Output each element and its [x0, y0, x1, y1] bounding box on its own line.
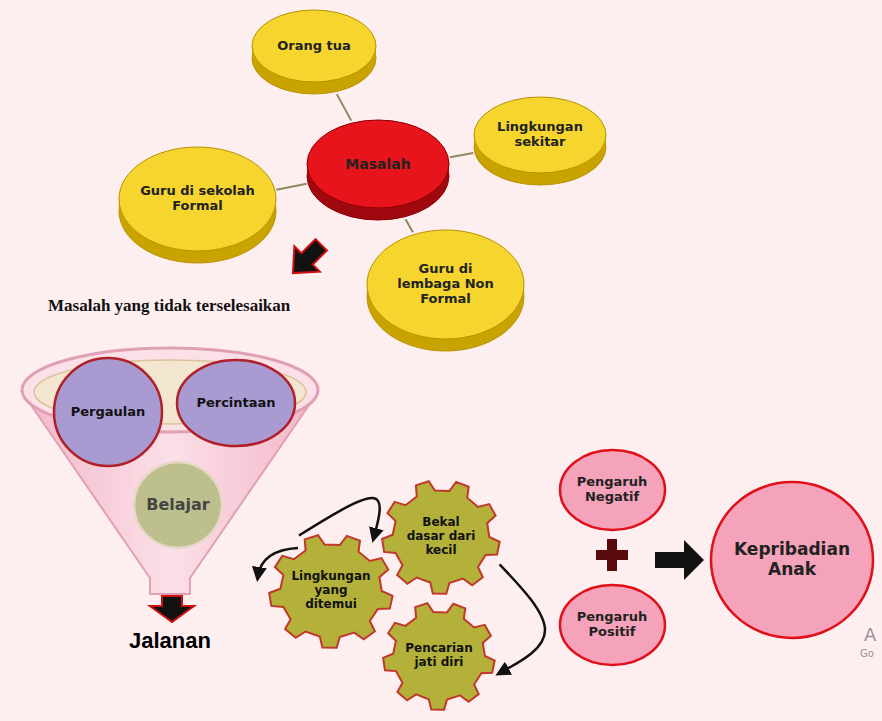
watermark: Go: [860, 648, 874, 659]
ellipse-outline: [711, 482, 873, 638]
watermark: A: [864, 624, 876, 645]
cycle-arrow: [299, 498, 380, 537]
node-text: Pengaruh Negatif: [572, 475, 652, 505]
node-text: Belajar: [146, 496, 210, 514]
influence-circle: Pengaruh Negatif: [558, 448, 667, 532]
node-text: Lingkungan sekitar: [492, 120, 589, 150]
factor-circle: Pergaulan: [52, 356, 164, 468]
gear: Bekal dasar dari kecil: [380, 478, 502, 596]
node-face: Percintaan: [175, 358, 297, 448]
node-text: Guru di sekolah Formal: [140, 184, 255, 214]
disc-face: [474, 97, 606, 173]
factor-circle: Percintaan: [175, 358, 297, 448]
node-text: Lingkungan yang ditemui: [291, 570, 372, 611]
influence-circle: Pengaruh Positif: [558, 583, 667, 667]
node-face: Pencarian jati diri: [381, 600, 497, 712]
node-text: Bekal dasar dari kecil: [402, 516, 480, 557]
result-arrow: [655, 540, 704, 580]
funnel: [22, 348, 318, 594]
factor-circle: Belajar: [132, 460, 224, 550]
down-arrow: [150, 596, 194, 622]
node-face: Orang tua: [250, 8, 378, 84]
caption-note: Masalah yang tidak terselesaikan: [48, 296, 290, 316]
node-face: Pengaruh Positif: [558, 583, 667, 667]
node-text: Orang tua: [277, 39, 351, 54]
pointer-arrow: [280, 232, 334, 286]
stakeholder-disc: Orang tua: [250, 8, 378, 96]
gear-outline: [269, 535, 392, 648]
ellipse-outline: [560, 585, 665, 665]
disc-face: [252, 10, 376, 82]
node-face: Pengaruh Negatif: [558, 448, 667, 532]
node-text: Percintaan: [196, 396, 275, 411]
node-face: Masalah: [305, 118, 451, 210]
stakeholder-disc: Lingkungan sekitar: [472, 95, 608, 187]
cycle-arrow: [500, 564, 545, 672]
link-line: [450, 153, 473, 157]
node-text: Guru di lembaga Non Formal: [388, 262, 503, 307]
link-line: [406, 219, 413, 232]
disc-face: [119, 147, 276, 251]
ellipse-outline: [177, 360, 295, 446]
disc-face: [367, 230, 524, 339]
stakeholder-disc: Guru di sekolah Formal: [117, 145, 278, 265]
node-text: Pengaruh Positif: [572, 610, 652, 640]
ellipse-outline: [560, 450, 665, 530]
gear-outline: [382, 481, 500, 594]
node-text: Kepribadian Anak: [731, 540, 853, 579]
link-line: [337, 94, 351, 121]
node-face: Belajar: [132, 460, 224, 550]
ellipse-outline: [134, 462, 222, 548]
gear-outline: [383, 603, 495, 710]
node-text: Masalah: [345, 156, 410, 172]
node-face: Lingkungan sekitar: [472, 95, 608, 175]
node-text: Pergaulan: [71, 405, 146, 420]
gear: Lingkungan yang ditemui: [267, 532, 395, 650]
result-circle: Kepribadian Anak: [709, 480, 875, 640]
gear: Pencarian jati diri: [381, 600, 497, 712]
node-face: Bekal dasar dari kecil: [380, 478, 502, 596]
plus-sign: [596, 539, 628, 571]
link-line: [276, 184, 306, 190]
stakeholder-disc: Guru di lembaga Non Formal: [365, 228, 526, 353]
ellipse-outline: [54, 358, 162, 466]
node-face: Guru di lembaga Non Formal: [365, 228, 526, 341]
node-face: Kepribadian Anak: [709, 480, 875, 640]
disc-face: [307, 120, 449, 208]
node-face: Guru di sekolah Formal: [117, 145, 278, 253]
node-face: Lingkungan yang ditemui: [267, 532, 395, 650]
outcome-label: Jalanan: [129, 628, 211, 654]
node-text: Pencarian jati diri: [402, 642, 476, 670]
node-face: Pergaulan: [52, 356, 164, 468]
problem-disc: Masalah: [305, 118, 451, 222]
